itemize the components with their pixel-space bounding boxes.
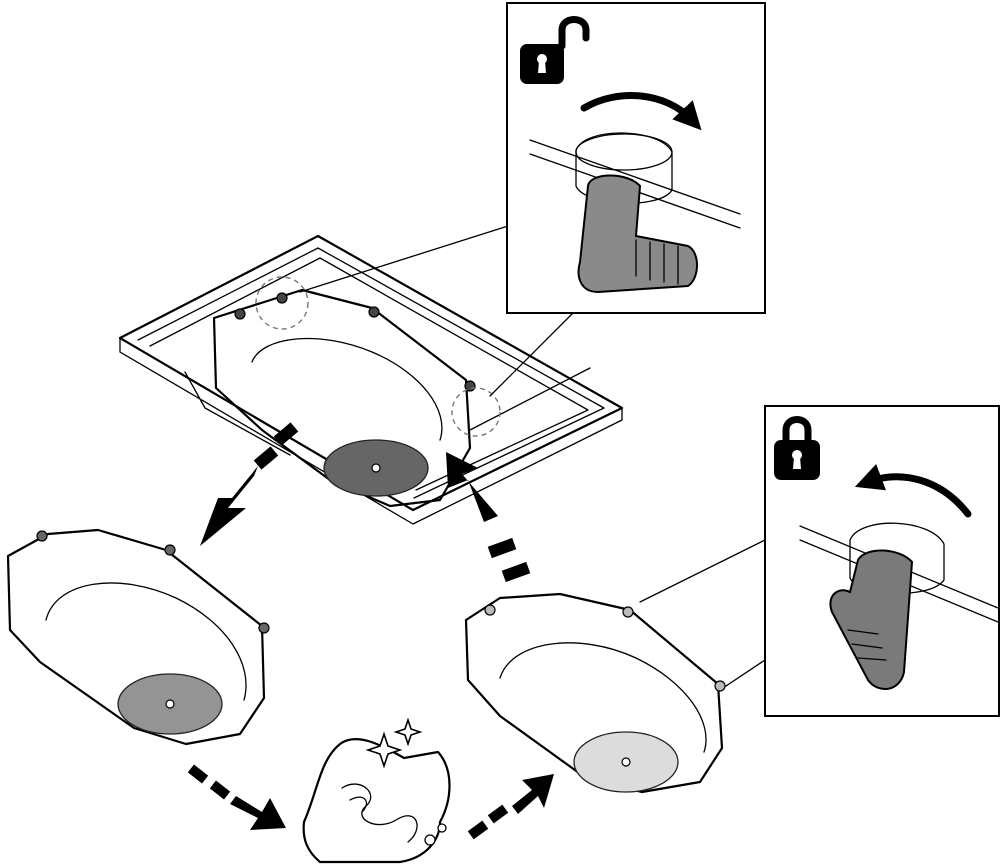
sparkle-icon [365, 717, 423, 769]
cleaning-cloth-icon [302, 738, 451, 864]
callout-leader-1b [489, 311, 575, 397]
to-cleaning-arrow [187, 764, 286, 830]
reinstall-filter-arrow [446, 452, 531, 583]
from-cleaning-arrow [467, 774, 554, 840]
remove-filter-arrow [200, 422, 299, 546]
latch-callout-circle-1 [255, 276, 309, 330]
latch-callout-circle-2 [451, 387, 501, 437]
rotate-counterclockwise-arrow-icon [854, 463, 972, 518]
unlock-inset-box [506, 2, 766, 314]
latch-handle-closed [829, 549, 914, 690]
latch-handle-open [577, 174, 698, 294]
cleaned-grease-filter [464, 592, 726, 794]
lock-inset-box [764, 405, 1000, 717]
callout-leader-1a [299, 225, 509, 293]
lock-icon [774, 416, 820, 480]
rotate-clockwise-arrow-icon [580, 92, 702, 131]
range-hood-tray [118, 234, 624, 525]
removed-dirty-filter [6, 528, 270, 746]
callout-leader-2a [639, 539, 766, 603]
callout-leader-2b [719, 659, 766, 691]
unlock-icon [520, 16, 590, 84]
installed-grease-filter [212, 288, 476, 508]
